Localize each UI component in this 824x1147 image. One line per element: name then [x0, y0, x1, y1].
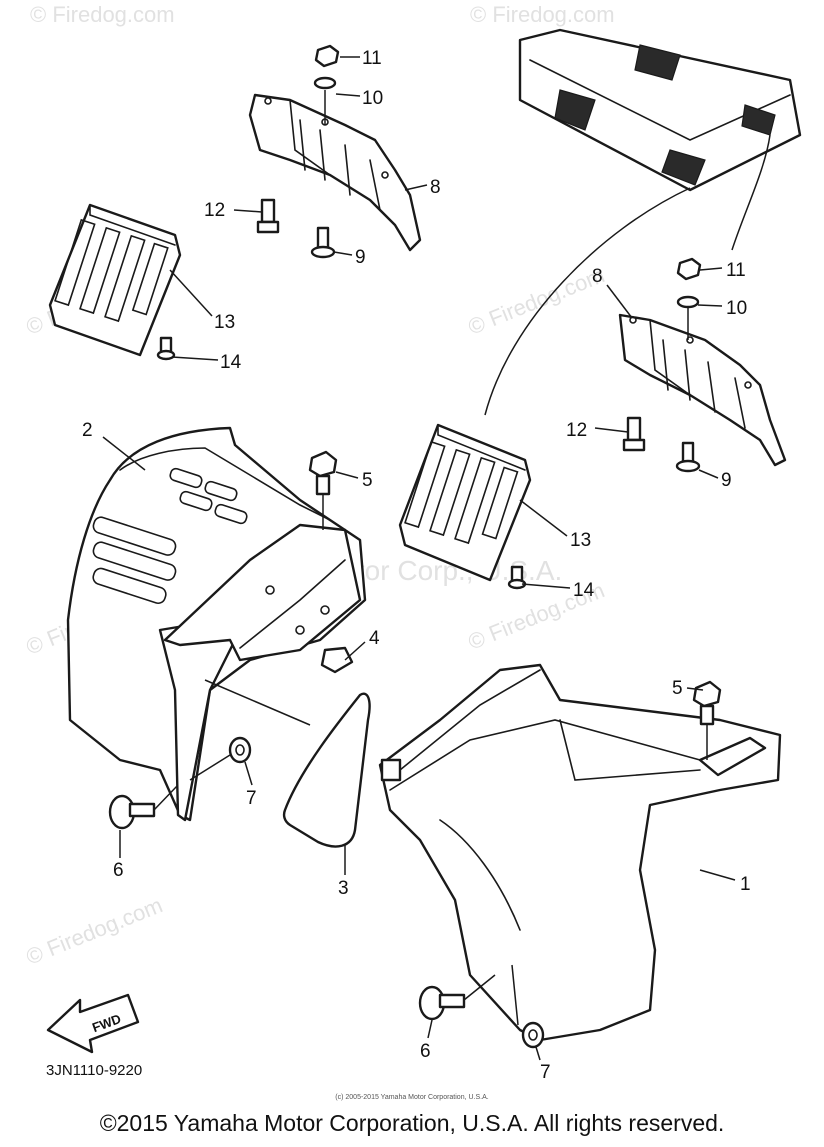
grommet-7-left — [228, 736, 252, 764]
bolt-14-middle — [507, 565, 527, 590]
watermark: © Firedog.com — [30, 2, 175, 27]
copyright-small: (c) 2005-2015 Yamaha Motor Corporation, … — [335, 1094, 489, 1101]
diagram-code: 3JN1110-9220 — [46, 1062, 142, 1079]
side-cover-right — [378, 663, 782, 1042]
copyright: ©2015 Yamaha Motor Corporation, U.S.A. A… — [99, 1110, 725, 1136]
callout-9: 9 — [355, 247, 366, 268]
bolt-5-left — [308, 450, 338, 496]
callout-8: 8 — [430, 177, 441, 198]
side-cover-left — [66, 426, 367, 822]
nut-right — [676, 257, 702, 281]
bolt-14-upper — [156, 336, 176, 361]
callout-11: 11 — [726, 260, 746, 281]
callout-5: 5 — [672, 678, 683, 699]
bracket-upper-left — [248, 93, 422, 252]
callout-14: 14 — [220, 352, 242, 373]
fwd-arrow-icon: FWD — [46, 993, 140, 1054]
nut-upper — [314, 44, 340, 68]
bolt-12-upper — [256, 198, 280, 234]
leader-lines — [102, 56, 736, 1061]
callout-10: 10 — [726, 298, 747, 319]
washer-upper — [313, 76, 337, 90]
callout-10: 10 — [362, 88, 383, 109]
callout-9: 9 — [721, 470, 732, 491]
callout-7: 7 — [246, 788, 257, 809]
callout-12: 12 — [204, 200, 225, 221]
bolt-9-upper — [310, 226, 336, 259]
callout-6: 6 — [113, 860, 124, 881]
grille-upper-left — [48, 203, 182, 357]
callout-7: 7 — [540, 1062, 551, 1083]
clip-4 — [320, 646, 354, 674]
callouts: 11 10 8 12 9 13 14 11 10 8 12 9 13 14 2 … — [82, 48, 751, 1083]
watermark: © Firedog.com — [470, 2, 615, 27]
grille-middle — [398, 423, 532, 582]
bolt-12-right — [622, 416, 646, 452]
callout-6: 6 — [420, 1041, 431, 1062]
bolt-6-left — [108, 794, 156, 830]
callout-5: 5 — [362, 470, 373, 491]
seat-underside — [484, 28, 802, 416]
bolt-6-right — [418, 985, 466, 1021]
bolt-9-right — [675, 441, 701, 473]
callout-14: 14 — [573, 580, 595, 601]
bracket-right — [618, 313, 787, 467]
grommet-7-right — [521, 1021, 545, 1049]
callout-8: 8 — [592, 266, 603, 287]
callout-13: 13 — [570, 530, 591, 551]
callout-11: 11 — [362, 48, 382, 69]
emblem-3 — [282, 692, 371, 848]
callout-3: 3 — [338, 878, 349, 899]
washer-right — [676, 295, 700, 309]
watermark: © Firedog.com — [23, 892, 166, 969]
callout-13: 13 — [214, 312, 235, 333]
callout-1: 1 — [740, 874, 751, 895]
callout-12: 12 — [566, 420, 587, 441]
watermark: © Firedog.com — [465, 262, 608, 339]
callout-4: 4 — [369, 628, 380, 649]
callout-2: 2 — [82, 420, 93, 441]
